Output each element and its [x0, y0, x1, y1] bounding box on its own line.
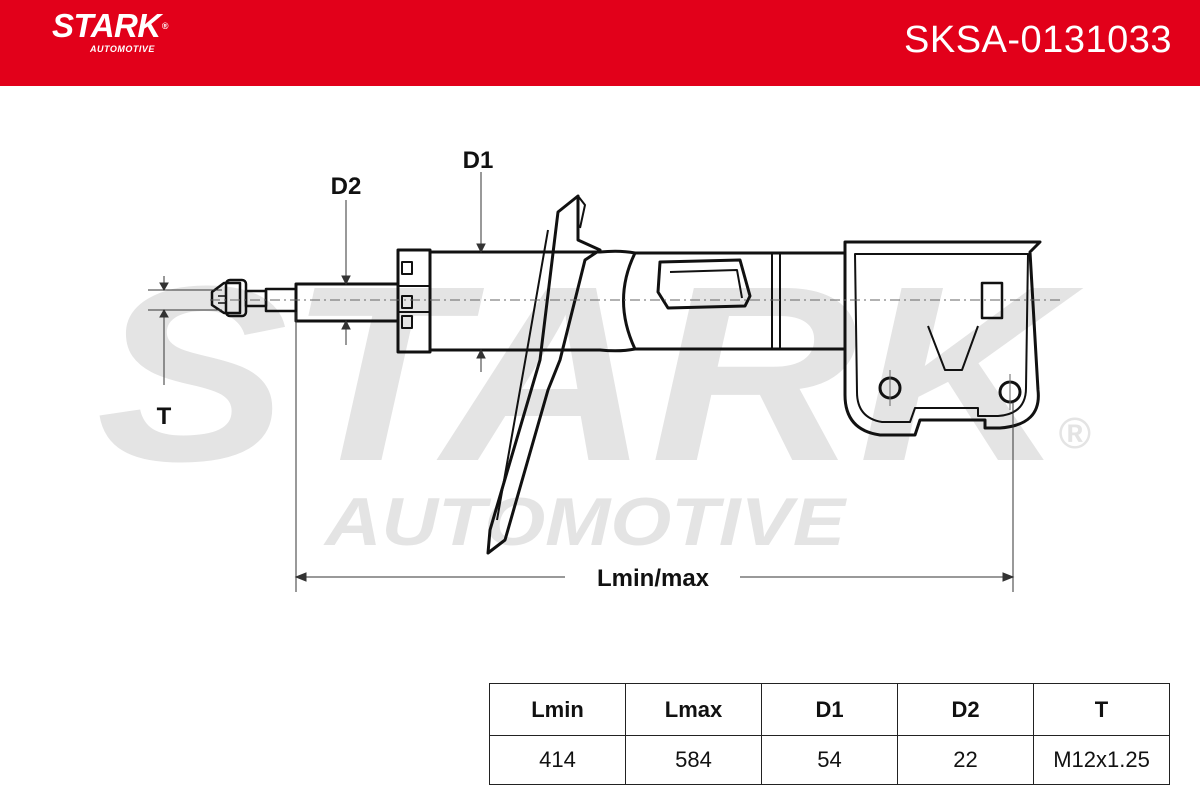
stark-logo: STARK® AUTOMOTIVE: [52, 7, 169, 55]
header-d1: D1: [761, 683, 898, 736]
watermark: STARK AUTOMOTIVE ®: [96, 234, 1091, 560]
header-lmin: Lmin: [489, 683, 626, 736]
spec-table: Lmin Lmax D1 D2 T 414 584 54 22 M12x1.25: [489, 683, 1170, 785]
dimension-labels: D1 D2 T Lmin/max: [157, 147, 710, 592]
value-d2: 22: [897, 735, 1034, 785]
header-t: T: [1033, 683, 1170, 736]
logo-brand-name: STARK: [52, 7, 161, 44]
label-d2: D2: [331, 173, 362, 200]
value-d1: 54: [761, 735, 898, 785]
technical-drawing: STARK AUTOMOTIVE ®: [96, 147, 1091, 592]
label-t: T: [157, 403, 172, 430]
logo-subtitle: AUTOMOTIVE: [90, 44, 155, 54]
watermark-registered-mark: ®: [1058, 409, 1091, 458]
label-d1: D1: [463, 147, 494, 174]
top-mount: [396, 248, 432, 354]
spring-seat: [486, 194, 602, 555]
label-length: Lmin/max: [597, 565, 710, 592]
brand-header: STARK® AUTOMOTIVE SKSA-0131033: [0, 0, 1200, 86]
sensor-tab: [980, 281, 1004, 320]
value-lmax: 584: [625, 735, 762, 785]
value-lmin: 414: [489, 735, 626, 785]
cylinder-weld-line: [622, 252, 637, 350]
knuckle-bracket: [843, 240, 1042, 437]
spec-table-value-row: 414 584 54 22 M12x1.25: [489, 735, 1170, 785]
watermark-sub: AUTOMOTIVE: [323, 484, 848, 560]
header-lmax: Lmax: [625, 683, 762, 736]
shock-absorber: [210, 194, 1042, 555]
spec-table-header-row: Lmin Lmax D1 D2 T: [489, 683, 1170, 736]
value-t: M12x1.25: [1033, 735, 1170, 785]
part-number: SKSA-0131033: [904, 19, 1172, 61]
brake-hose-bracket: [656, 258, 752, 310]
watermark-main: STARK: [96, 234, 1084, 513]
dimensions: [148, 172, 1015, 592]
logo-registered-mark: ®: [161, 21, 169, 31]
header-d2: D2: [897, 683, 1034, 736]
